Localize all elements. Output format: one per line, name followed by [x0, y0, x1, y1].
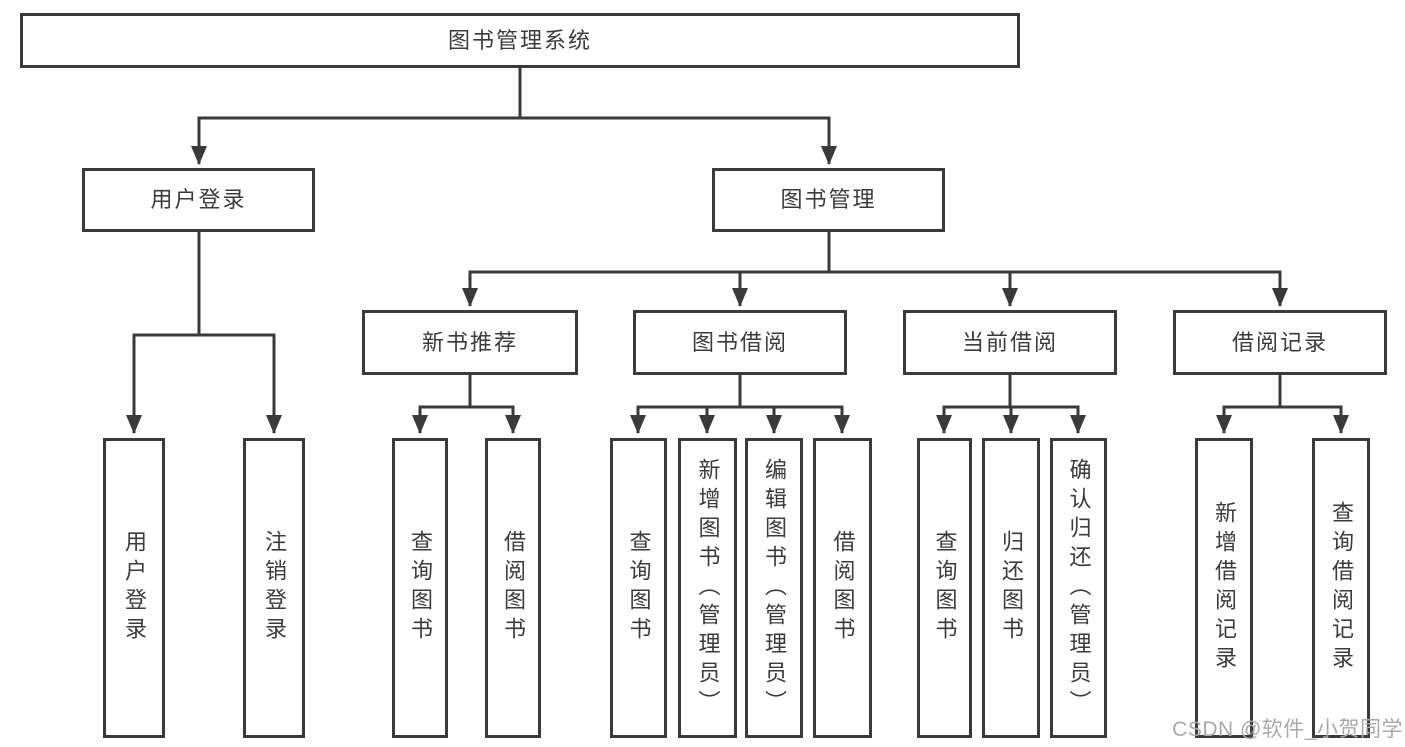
leaf-current-return-books: 归还图书 — [982, 438, 1040, 738]
leaf-recommend-borrow-books: 借阅图书 — [485, 438, 541, 738]
node-library-system: 图书管理系统 — [20, 13, 1020, 68]
leaf-borrowing-query-books: 查询图书 — [610, 438, 667, 738]
node-book-borrowing: 图书借阅 — [633, 310, 847, 375]
leaf-logout: 注销登录 — [243, 438, 305, 738]
node-user-login: 用户登录 — [82, 168, 315, 232]
leaf-records-add-record: 新增借阅记录 — [1195, 438, 1253, 738]
leaf-borrowing-borrow-books: 借阅图书 — [813, 438, 872, 738]
leaf-user-login: 用户登录 — [103, 438, 165, 738]
node-book-management: 图书管理 — [712, 168, 945, 232]
leaf-records-query-record: 查询借阅记录 — [1312, 438, 1370, 738]
node-new-book-recommend: 新书推荐 — [362, 310, 578, 375]
leaf-current-query-books: 查询图书 — [917, 438, 972, 738]
leaf-borrowing-add-books-admin: 新增图书（管理员） — [678, 438, 737, 738]
node-borrowing-records: 借阅记录 — [1173, 310, 1387, 375]
leaf-borrowing-edit-books-admin: 编辑图书（管理员） — [745, 438, 803, 738]
watermark-text: CSDN @软件_小贺同学 — [1172, 718, 1403, 741]
leaf-current-confirm-return-admin: 确认归还（管理员） — [1050, 438, 1107, 738]
leaf-recommend-query-books: 查询图书 — [392, 438, 448, 738]
node-current-borrowing: 当前借阅 — [903, 310, 1117, 375]
